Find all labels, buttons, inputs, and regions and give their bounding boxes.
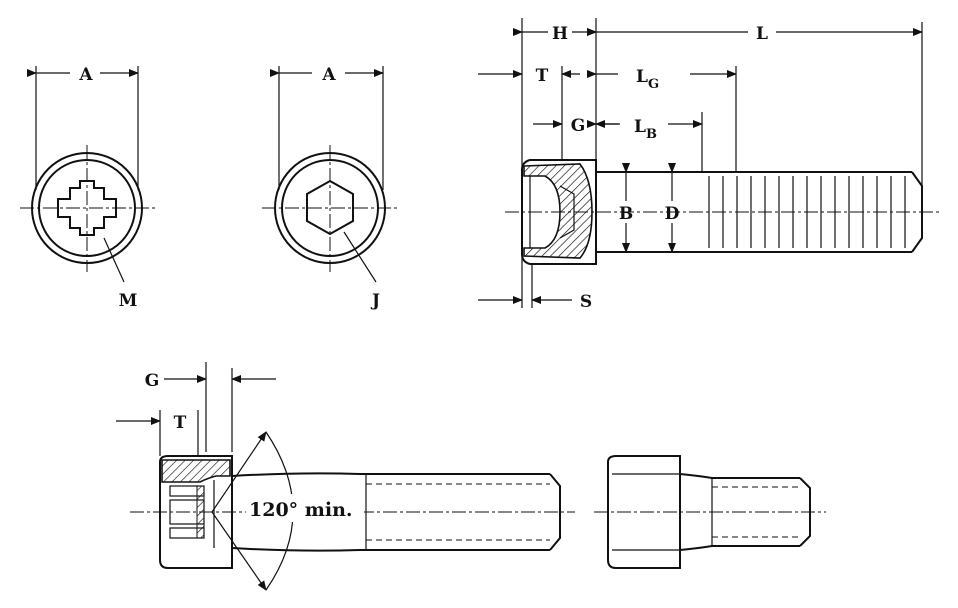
dimension-label-t-top: T bbox=[536, 66, 549, 86]
spline-socket-end-view: A M bbox=[20, 65, 155, 311]
dimension-label-a-left: A bbox=[78, 65, 93, 85]
spline-socket-outline bbox=[57, 180, 117, 236]
dimension-label-t-bottom: T bbox=[174, 413, 187, 433]
dimension-label-g-bottom: G bbox=[145, 371, 160, 391]
dimension-label-s: S bbox=[580, 292, 592, 312]
socket-depth-section-view: 120° min. G T bbox=[116, 362, 575, 591]
angle-label-120-min: 120° min. bbox=[249, 499, 353, 521]
label-m: M bbox=[119, 291, 138, 311]
dimension-label-l: L bbox=[756, 24, 768, 44]
label-j: J bbox=[370, 291, 380, 311]
dimension-label-lb: LB bbox=[634, 117, 657, 142]
dimension-label-lg: LG bbox=[636, 67, 659, 92]
dimension-label-b: B bbox=[619, 204, 633, 224]
dimension-label-h: H bbox=[552, 24, 568, 44]
dimension-label-g-top: G bbox=[571, 116, 586, 136]
screw-outline-view bbox=[594, 455, 826, 569]
hex-socket-end-view: A J bbox=[262, 65, 398, 311]
dimension-label-d: D bbox=[665, 204, 680, 224]
screw-side-view: H L T LG G LB B D bbox=[478, 18, 940, 312]
dimension-label-a-right: A bbox=[321, 65, 336, 85]
